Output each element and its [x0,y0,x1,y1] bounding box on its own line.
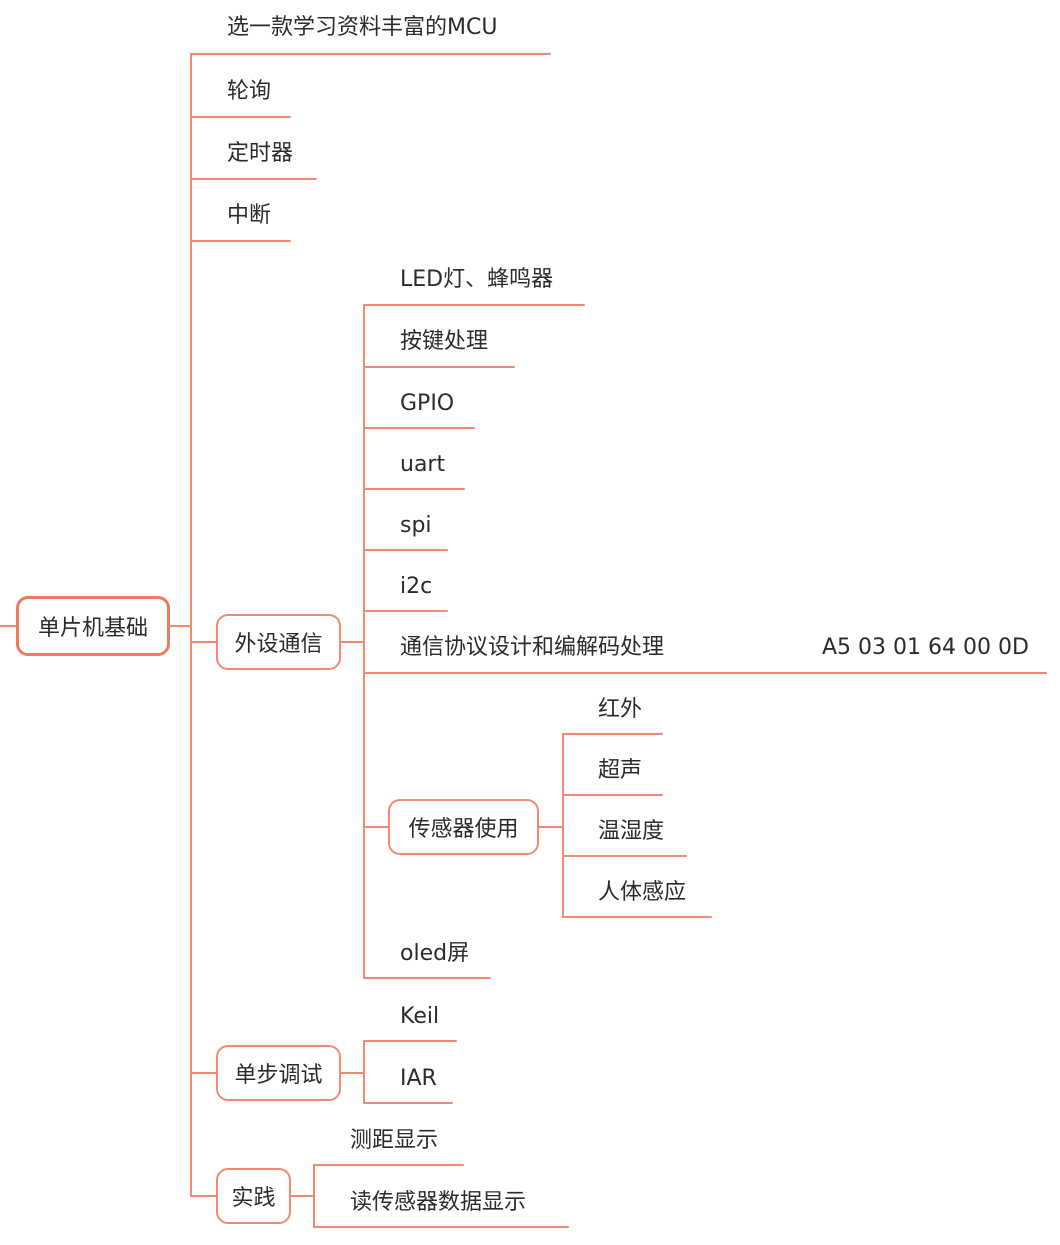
subtopic-led[interactable]: LED灯、蜂鸣器 [400,267,554,292]
topic-debug[interactable]: 单步调试 [216,1045,341,1101]
topic-debug-label: 单步调试 [234,1063,323,1088]
subtopic-gpio[interactable]: GPIO [400,391,455,416]
root-node[interactable]: 单片机基础 [16,596,170,656]
topic-polling[interactable]: 轮询 [227,79,272,104]
subtopic-oled[interactable]: oled屏 [400,941,470,966]
subtopic-key[interactable]: 按键处理 [400,329,489,354]
topic-timer[interactable]: 定时器 [227,141,294,166]
topic-practice-label: 实践 [231,1186,276,1211]
topic-peripheral-label: 外设通信 [234,632,323,657]
topic-practice[interactable]: 实践 [216,1168,291,1224]
topic-mcu[interactable]: 选一款学习资料丰富的MCU [227,15,498,40]
sensor-infrared[interactable]: 红外 [598,697,643,722]
subtopic-spi[interactable]: spi [400,513,432,538]
subtopic-uart[interactable]: uart [400,452,446,477]
root-label: 单片机基础 [37,616,148,641]
practice-sensor-display[interactable]: 读传感器数据显示 [350,1190,527,1215]
subtopic-i2c[interactable]: i2c [400,574,433,599]
subtopic-sensor-label: 传感器使用 [408,817,519,842]
sensor-pir[interactable]: 人体感应 [598,880,687,905]
subtopic-sensor[interactable]: 传感器使用 [388,799,539,855]
topic-peripheral[interactable]: 外设通信 [216,614,341,670]
subtopic-protocol-example[interactable]: A5 03 01 64 00 0D [822,635,1029,660]
sensor-humidity[interactable]: 温湿度 [598,819,665,844]
debug-iar[interactable]: IAR [400,1066,437,1091]
sensor-ultrasonic[interactable]: 超声 [598,758,643,783]
practice-ranging[interactable]: 测距显示 [350,1128,439,1153]
subtopic-protocol[interactable]: 通信协议设计和编解码处理 [400,635,665,660]
topic-interrupt[interactable]: 中断 [227,203,272,228]
debug-keil[interactable]: Keil [400,1004,440,1029]
